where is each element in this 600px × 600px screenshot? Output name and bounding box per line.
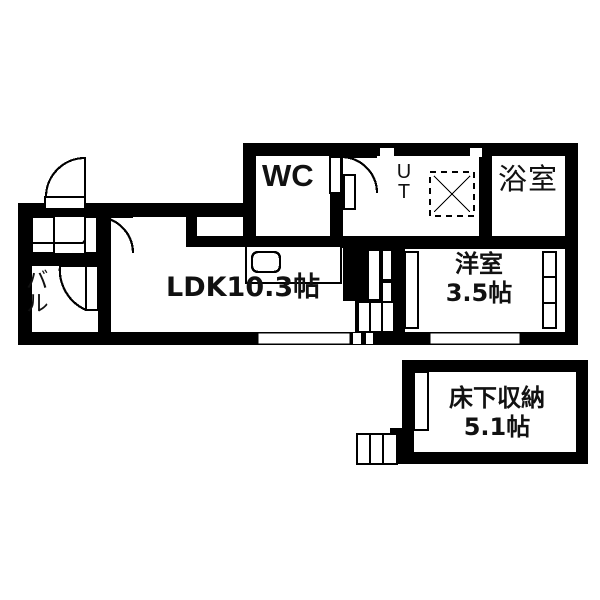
storage-stairs-group — [356, 371, 429, 465]
room-label-bath: 浴室 — [498, 162, 559, 196]
room-label-bedroom-size: 3.5帖 — [445, 279, 513, 307]
entrance-group — [44, 156, 87, 210]
room-label-wc: WC — [262, 158, 314, 193]
openings-group — [257, 148, 557, 345]
room-label-balcony: バル — [21, 268, 48, 314]
wc-door-group — [329, 155, 379, 194]
room-label-ldk: LDK10.3帖 — [166, 272, 321, 303]
kitchen-sink-group — [245, 245, 342, 284]
room-label-storage-size: 5.1帖 — [463, 413, 531, 441]
room-label-storage-name: 床下収納 — [449, 384, 545, 412]
corridor-openings — [343, 174, 419, 329]
genkan-group — [31, 215, 135, 254]
ldk-stairs-group — [357, 301, 395, 333]
ut-line-2: T — [397, 180, 411, 203]
balcony-door-group — [58, 264, 99, 312]
washer-space-group — [428, 170, 476, 218]
room-label-bedroom-name: 洋室 — [455, 250, 503, 278]
ut-line-1: U — [396, 161, 412, 183]
